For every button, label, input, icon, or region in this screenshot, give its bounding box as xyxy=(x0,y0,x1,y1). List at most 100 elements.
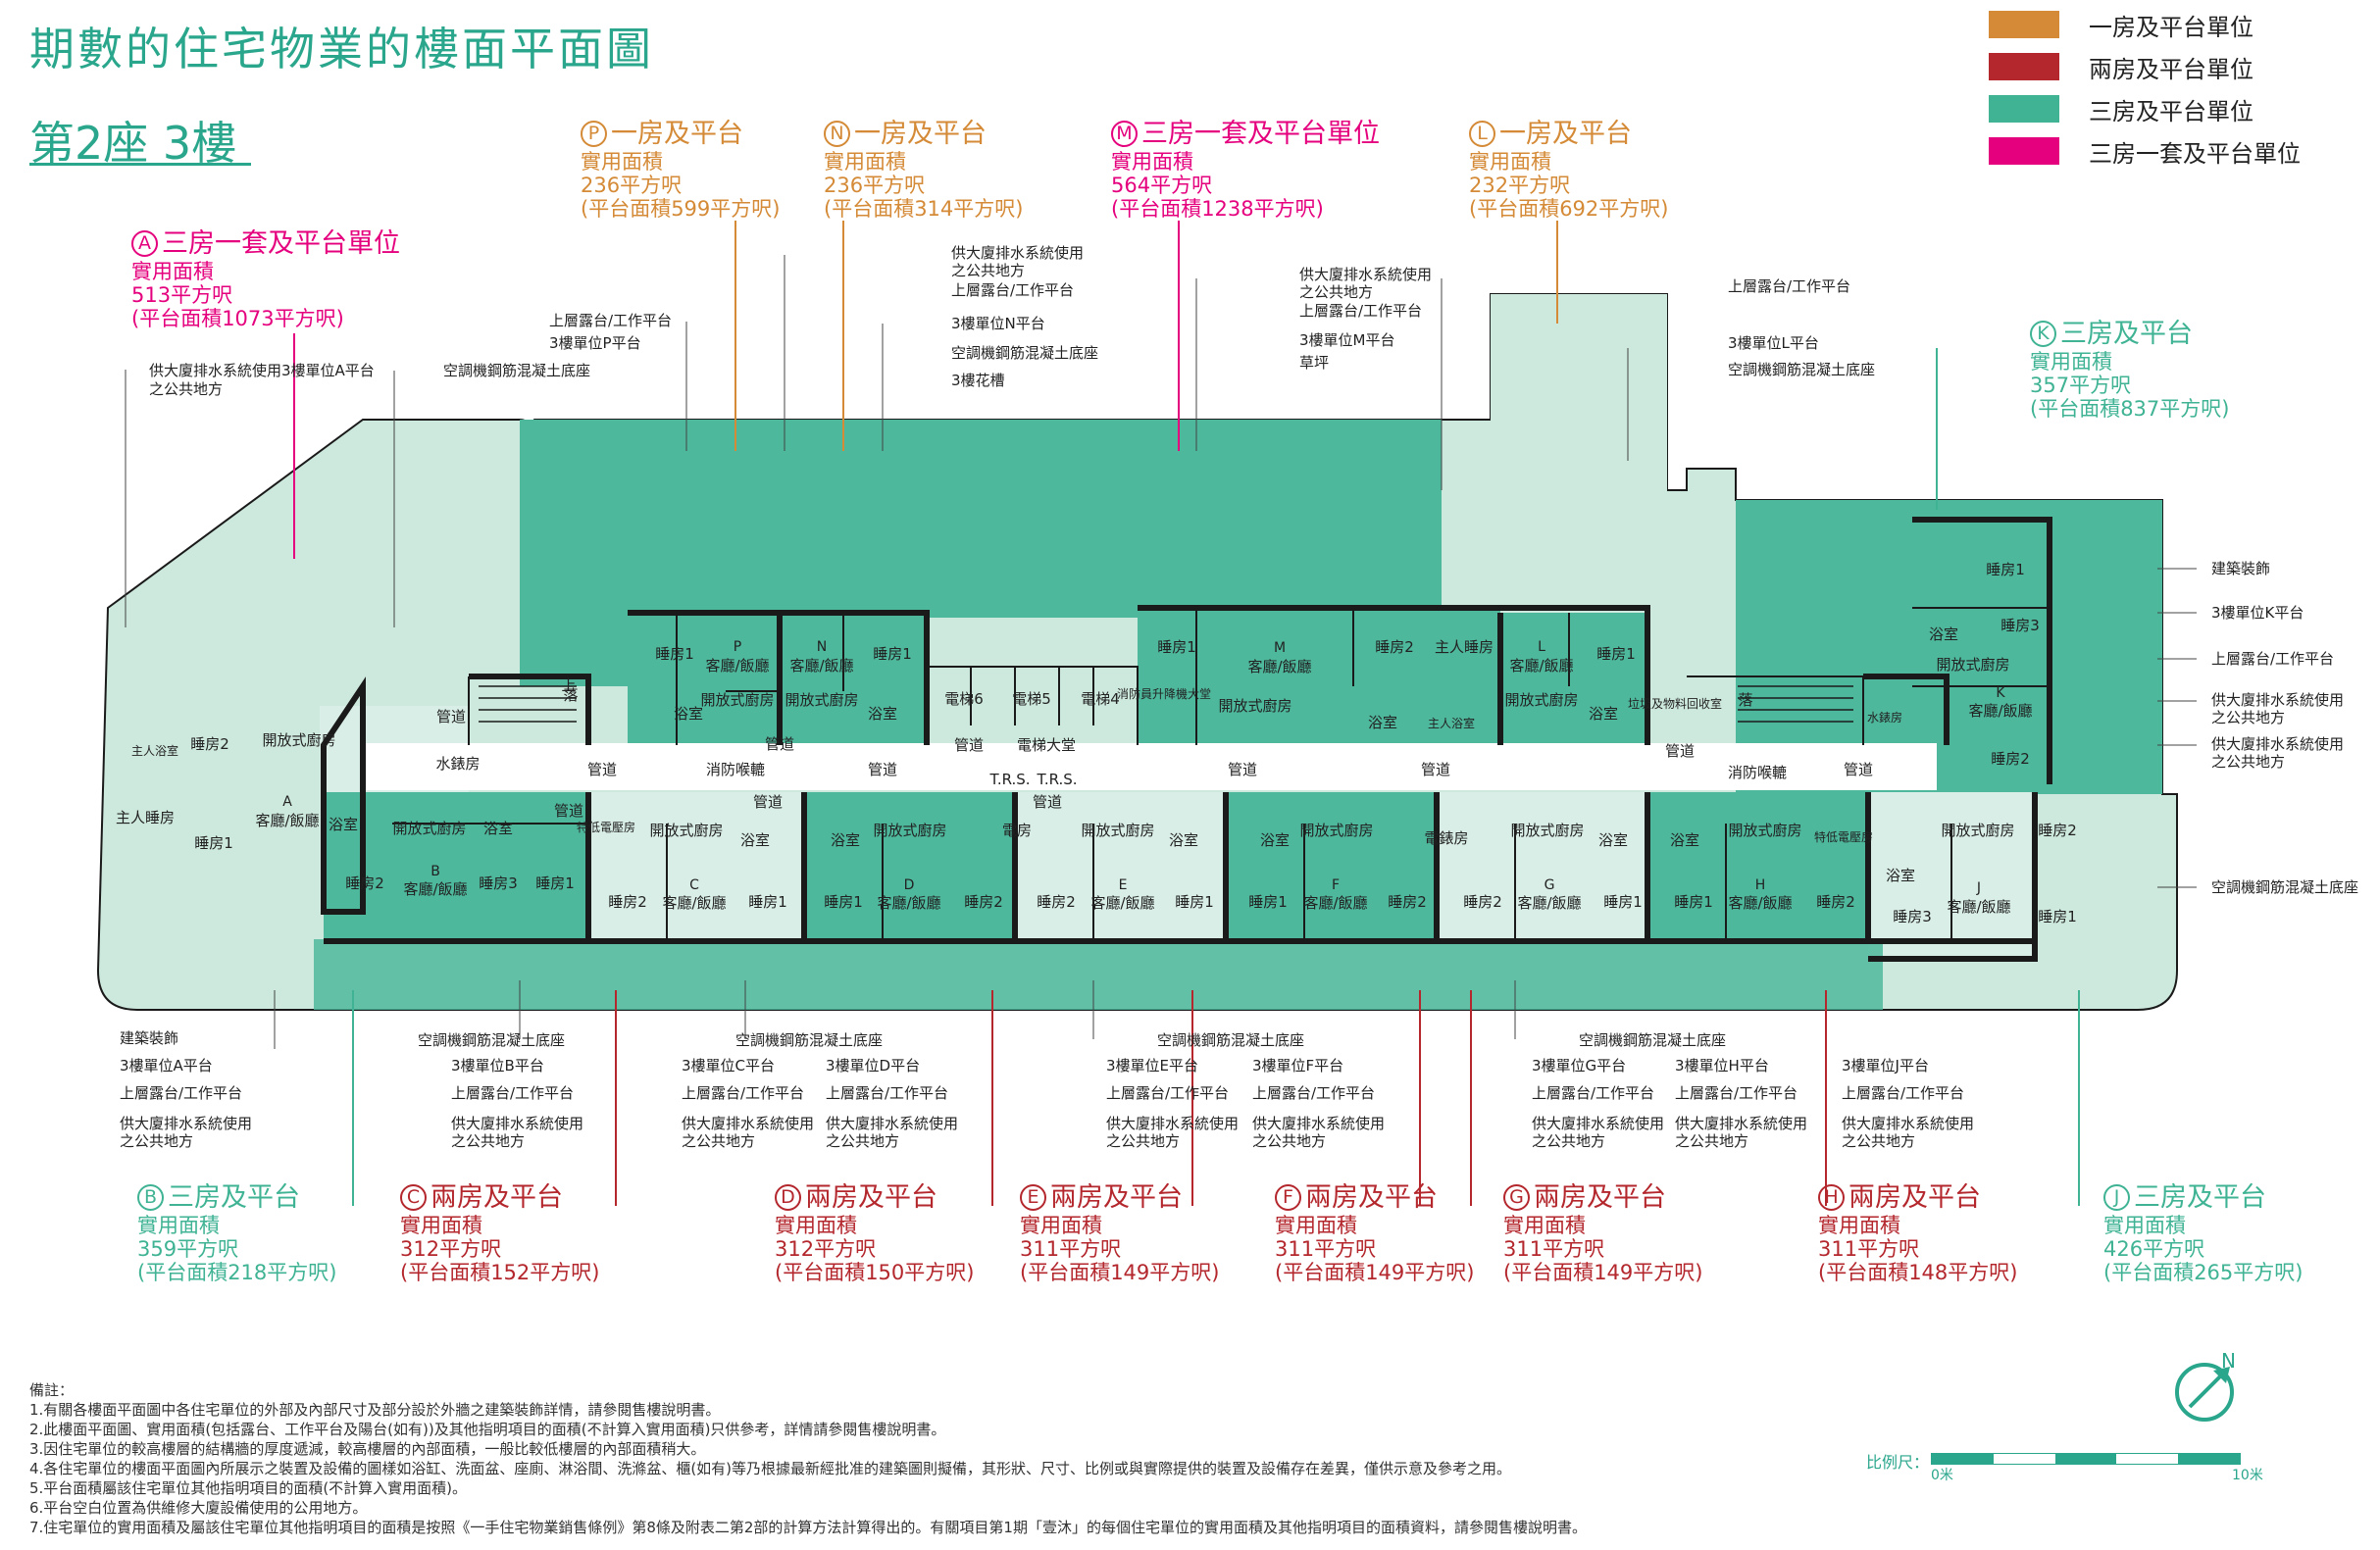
unit-marker-a: A xyxy=(282,794,292,810)
annotation-ac-l: 空調機鋼筋混凝土底座 xyxy=(1728,361,1875,378)
room-living-g: 客廳/飯廳 xyxy=(1517,894,1581,912)
annotation-planter: 3樓花槽 xyxy=(951,372,1005,389)
flat-roof-area: (平台面積150平方呎) xyxy=(775,1261,975,1284)
saleable-area-label: 實用面積 xyxy=(1020,1214,1102,1237)
saleable-area-label: 實用面積 xyxy=(2030,350,2112,374)
saleable-area-label: 實用面積 xyxy=(137,1214,220,1237)
room-master-bath-a: 主人浴室 xyxy=(131,743,178,758)
unit-marker-f: F xyxy=(1332,877,1340,893)
unit-type: 兩房及平台 xyxy=(805,1182,937,1213)
annotation-drain-c1: 供大廈排水系統使用 xyxy=(682,1115,814,1132)
annotation-ac-b: 空調機鋼筋混凝土底座 xyxy=(418,1031,565,1049)
unit-b-area xyxy=(324,792,588,939)
room-bedroom2-k: 睡房2 xyxy=(1991,750,2030,768)
unit-letter-badge: E xyxy=(1020,1184,1046,1211)
saleable-area: 564平方呎 xyxy=(1111,174,1213,197)
scale-end: 10米 xyxy=(2232,1468,2263,1483)
unit-letter-badge: C xyxy=(400,1184,427,1211)
saleable-area-label: 實用面積 xyxy=(131,260,214,283)
saleable-area-label: 實用面積 xyxy=(1469,150,1551,174)
unit-marker-n: N xyxy=(817,639,827,655)
flat-roof-area: (平台面積149平方呎) xyxy=(1020,1261,1220,1284)
room-bedroom2-m: 睡房2 xyxy=(1375,638,1414,656)
room-duct-p: 管道 xyxy=(765,735,794,753)
tower-floor-title: 第2座 3樓 xyxy=(29,117,237,170)
annotation-drain-g1: 供大廈排水系統使用 xyxy=(1532,1115,1664,1132)
annotation-j-roof: 3樓單位J平台 xyxy=(1842,1057,1929,1075)
room-duct-lobby: 管道 xyxy=(954,736,984,754)
room-bedroom2-g: 睡房2 xyxy=(1463,893,1502,911)
room-living-c: 客廳/飯廳 xyxy=(662,894,726,912)
annotation-upper-roof-c: 上層露台/工作平台 xyxy=(682,1084,804,1102)
annotation-ac-cd: 空調機鋼筋混凝土底座 xyxy=(735,1031,883,1049)
room-kitchen-n: 開放式廚房 xyxy=(785,691,858,709)
north-label: N xyxy=(2221,1349,2236,1373)
room-bath-n: 浴室 xyxy=(868,705,897,723)
room-duct-1: 管道 xyxy=(436,708,466,725)
unit-marker-g: G xyxy=(1544,877,1555,893)
saleable-area-label: 實用面積 xyxy=(400,1214,482,1237)
annotation-upper-roof-l: 上層露台/工作平台 xyxy=(1728,277,1850,295)
unit-letter-badge: L xyxy=(1469,121,1495,147)
unit-marker-k: K xyxy=(1996,685,2005,701)
annotation-upper-roof-j: 上層露台/工作平台 xyxy=(1842,1084,1964,1102)
annotation-drain-m-1: 供大廈排水系統使用 xyxy=(1299,266,1432,283)
unit-type: 三房及平台 xyxy=(2134,1182,2266,1213)
room-special-elec-2: 特低電壓房 xyxy=(1814,829,1873,844)
legend-item-three-bedroom: 三房及平台單位 xyxy=(1989,92,2253,125)
room-bath-c: 浴室 xyxy=(740,831,770,849)
flat-roof-area: (平台面積265平方呎) xyxy=(2103,1261,2304,1284)
room-bedroom2-a: 睡房2 xyxy=(190,735,229,753)
unit-letter-badge: B xyxy=(137,1184,164,1211)
room-fire-lift-lobby: 消防員升降機大堂 xyxy=(1117,686,1211,701)
annotation-ac-n: 空調機鋼筋混凝土底座 xyxy=(951,344,1098,362)
annotation-drain-b1: 供大廈排水系統使用 xyxy=(451,1115,583,1132)
annotation-p-roof: 3樓單位P平台 xyxy=(549,334,641,352)
room-down-2: 落 xyxy=(1738,691,1752,709)
saleable-area: 312平方呎 xyxy=(400,1237,502,1261)
room-bedroom1-h: 睡房1 xyxy=(1674,893,1713,911)
room-kitchen-f: 開放式廚房 xyxy=(1299,822,1373,839)
room-lift5: 電梯5 xyxy=(1012,690,1051,708)
annotation-upper-roof-p: 上層露台/工作平台 xyxy=(549,312,672,329)
north-arrow-icon xyxy=(2175,1363,2234,1422)
annotation-arch-a: 建築裝飾 xyxy=(120,1029,178,1047)
flat-roof-area: (平台面積692平方呎) xyxy=(1469,197,1669,221)
saleable-area-label: 實用面積 xyxy=(824,150,906,174)
unit-letter-badge: M xyxy=(1111,121,1138,147)
room-living-a: 客廳/飯廳 xyxy=(255,812,319,829)
room-bath-k: 浴室 xyxy=(1929,625,1958,643)
unit-letter-badge: A xyxy=(131,230,158,257)
room-bath-a: 浴室 xyxy=(329,816,358,833)
room-bedroom3-b: 睡房3 xyxy=(479,875,518,892)
saleable-area-label: 實用面積 xyxy=(1111,150,1193,174)
annotation-drain-j2: 之公共地方 xyxy=(1842,1132,1915,1150)
flat-roof-area: (平台面積149平方呎) xyxy=(1275,1261,1475,1284)
unit-type: 一房及平台 xyxy=(854,119,987,149)
unit-marker-m: M xyxy=(1274,640,1286,656)
room-bath-d: 浴室 xyxy=(831,831,860,849)
annotation-drain-k-a2: 之公共地方 xyxy=(2211,709,2285,726)
room-duct-c: 管道 xyxy=(753,793,783,811)
saleable-area-label: 實用面積 xyxy=(1275,1214,1357,1237)
room-kitchen-g: 開放式廚房 xyxy=(1510,822,1584,839)
annotation-lawn: 草坪 xyxy=(1299,354,1329,372)
notes-heading: 備註： xyxy=(29,1381,75,1399)
room-living-l: 客廳/飯廳 xyxy=(1509,657,1573,675)
annotation-ac-j: 空調機鋼筋混凝土底座 xyxy=(2211,878,2358,896)
note-item: 3.因住宅單位的較高樓層的結構牆的厚度遞減，較高樓層的內部面積，一般比較低樓層的… xyxy=(29,1440,706,1458)
annotation-upper-roof-k: 上層露台/工作平台 xyxy=(2211,650,2334,668)
annotation-drain-a-2: 之公共地方 xyxy=(149,380,223,398)
flat-roof-area: (平台面積1238平方呎) xyxy=(1111,197,1324,221)
unit-type: 一房及平台 xyxy=(1499,119,1632,149)
room-bath-m: 浴室 xyxy=(1368,714,1397,731)
saleable-area: 359平方呎 xyxy=(137,1237,239,1261)
annotation-upper-roof-h: 上層露台/工作平台 xyxy=(1675,1084,1798,1102)
annotation-drain-d1: 供大廈排水系統使用 xyxy=(826,1115,958,1132)
